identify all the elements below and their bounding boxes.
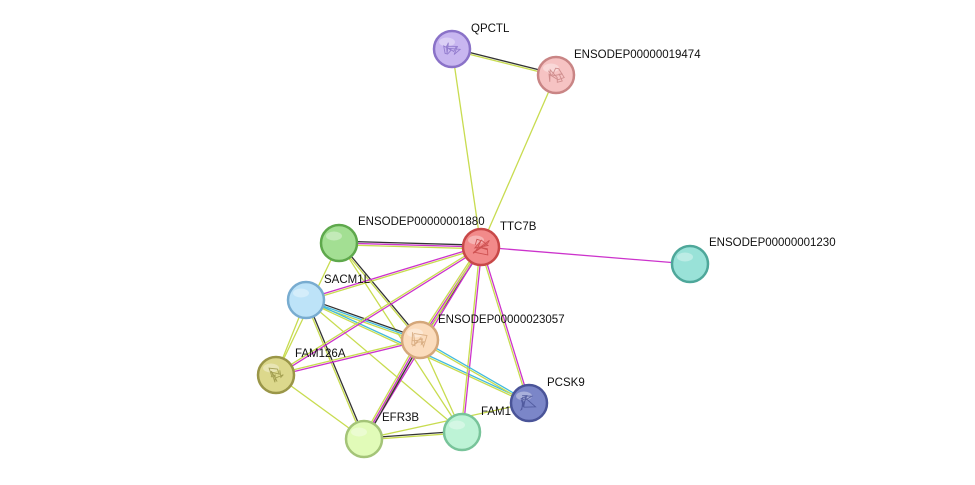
- edge-strand: [339, 242, 422, 340]
- node-circle[interactable]: [442, 412, 482, 452]
- node-label: ENSODEP00000023057: [438, 314, 565, 326]
- node-ensodep00000019474[interactable]: ENSODEP00000019474: [536, 49, 701, 95]
- node-pcsk9[interactable]: PCSK9: [509, 377, 585, 423]
- node-efr3b[interactable]: EFR3B: [344, 412, 419, 459]
- edge-ttc7b-fam126a: [275, 245, 482, 377]
- protein-structure-icon: [268, 367, 284, 383]
- edge-strand: [451, 48, 482, 248]
- edge-strand: [305, 245, 481, 300]
- node-label: TTC7B: [500, 221, 537, 233]
- node-circle[interactable]: [509, 383, 549, 423]
- edge-strand: [419, 340, 529, 405]
- node-highlight: [439, 37, 455, 47]
- node-ensodep00000001880[interactable]: ENSODEP00000001880: [319, 216, 485, 263]
- node-ttc7b[interactable]: TTC7B: [461, 221, 537, 267]
- node-circle[interactable]: [319, 223, 359, 263]
- edge-sacm1l-fam1: [305, 299, 463, 433]
- protein-structure-icon: [443, 42, 462, 55]
- edge-strand: [275, 338, 420, 375]
- node-circle[interactable]: [286, 280, 326, 320]
- edge-strand: [339, 240, 482, 246]
- node-highlight: [407, 328, 423, 338]
- edge-strand: [337, 243, 420, 341]
- edge-ensodep00000001880-fam1: [338, 242, 463, 433]
- edge-strand: [275, 245, 481, 375]
- node-label: SACM1L: [324, 274, 371, 286]
- node-fam1[interactable]: FAM1: [442, 406, 511, 452]
- edge-strand: [276, 340, 421, 377]
- edge-ensodep00000001880-ttc7b: [338, 240, 482, 250]
- edge-strand: [306, 247, 482, 302]
- edge-sacm1l-efr3b: [304, 299, 366, 440]
- edge-ttc7b-fam1: [460, 246, 483, 433]
- edge-strand: [480, 246, 691, 265]
- edge-strand: [276, 247, 482, 377]
- protein-structure-icon: [472, 238, 490, 256]
- node-label: FAM126A: [295, 348, 346, 360]
- edge-ensodep00000023057-pcsk9: [419, 338, 530, 405]
- edge-strand: [338, 242, 482, 248]
- node-label: ENSODEP00000019474: [574, 49, 701, 61]
- node-highlight: [351, 427, 367, 437]
- node-highlight: [293, 288, 309, 298]
- edge-ttc7b-pcsk9: [479, 246, 531, 404]
- node-label: EFR3B: [382, 412, 419, 424]
- node-sacm1l[interactable]: SACM1L: [286, 274, 371, 320]
- node-circle[interactable]: [344, 419, 384, 459]
- edge-ensodep00000019474-ttc7b: [480, 74, 557, 248]
- edge-sacm1l-ttc7b: [305, 245, 482, 302]
- node-label: PCSK9: [547, 377, 585, 389]
- edge-strand: [480, 74, 557, 248]
- node-ensodep00000001230[interactable]: ENSODEP00000001230: [670, 237, 836, 284]
- edge-ensodep00000001880-ensodep00000023057: [337, 242, 422, 341]
- node-label: ENSODEP00000001880: [358, 216, 485, 228]
- node-label: FAM1: [481, 406, 511, 418]
- node-circle[interactable]: [670, 244, 710, 284]
- node-circle[interactable]: [256, 355, 296, 395]
- edge-strand: [479, 247, 529, 404]
- node-fam126a[interactable]: FAM126A: [256, 348, 346, 395]
- edge-strand: [338, 244, 481, 250]
- node-ensodep00000023057[interactable]: ENSODEP00000023057: [400, 314, 565, 360]
- edge-strand: [338, 242, 463, 433]
- edge-strand: [305, 299, 463, 433]
- node-highlight: [677, 252, 693, 262]
- node-label: ENSODEP00000001230: [709, 237, 836, 249]
- node-highlight: [449, 420, 465, 430]
- edge-strand: [306, 299, 366, 439]
- edge-ttc7b-ensodep00000001230: [480, 246, 691, 265]
- edge-strand: [304, 300, 364, 440]
- node-label: QPCTL: [471, 23, 510, 35]
- edge-strand: [306, 297, 421, 339]
- node-qpctl[interactable]: QPCTL: [432, 23, 510, 69]
- edge-strand: [462, 247, 483, 433]
- protein-structure-icon: [548, 67, 565, 83]
- edge-strand: [420, 338, 530, 403]
- protein-structure-icon: [520, 395, 537, 412]
- protein-structure-icon: [411, 332, 428, 349]
- node-highlight: [326, 231, 342, 241]
- edge-ensodep00000023057-fam126a: [275, 338, 421, 377]
- edge-strand: [481, 246, 531, 403]
- edge-qpctl-ttc7b: [451, 48, 482, 248]
- edge-strand: [460, 246, 481, 432]
